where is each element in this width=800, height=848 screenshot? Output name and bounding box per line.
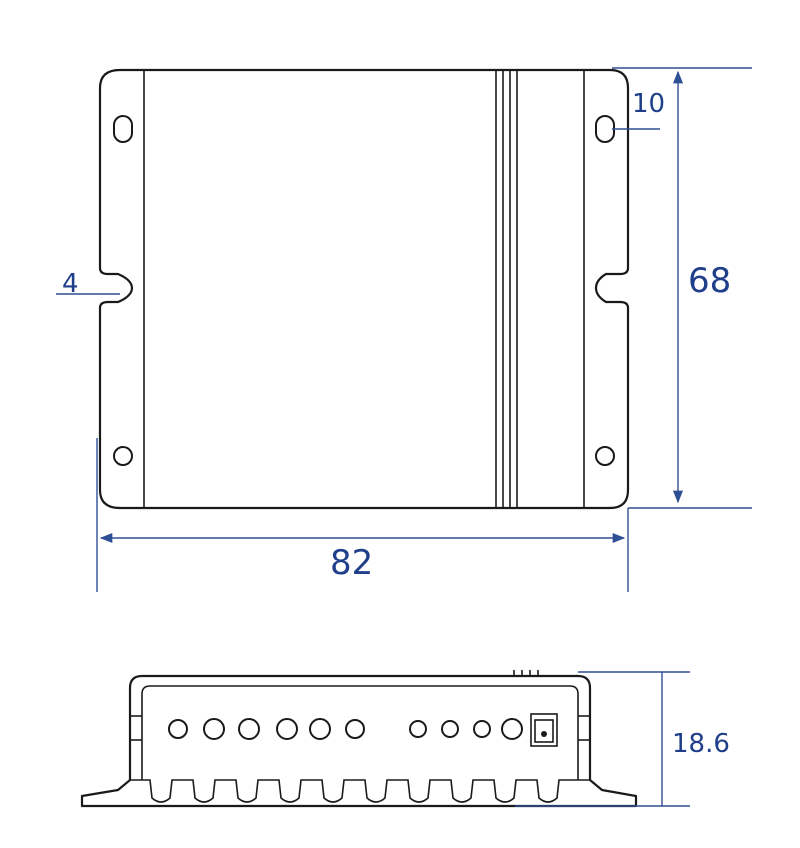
mounting-slot-top-left bbox=[113, 115, 133, 143]
dim-label-slot: 4 bbox=[62, 269, 79, 299]
dim-label-height: 68 bbox=[688, 261, 731, 301]
dim-label-width: 82 bbox=[330, 543, 373, 583]
top-vents bbox=[513, 670, 539, 676]
port-hole bbox=[238, 718, 260, 740]
dim-label-profile-height: 18.6 bbox=[672, 729, 730, 759]
dim-label-top-tab: 10 bbox=[632, 89, 665, 119]
dc-power-jack bbox=[530, 713, 558, 747]
side-view: 18.6 bbox=[80, 670, 730, 808]
port-hole bbox=[473, 720, 491, 738]
mounting-hole-bottom-left bbox=[113, 446, 133, 466]
mounting-slot-top-right bbox=[595, 115, 615, 143]
port-row bbox=[168, 718, 523, 740]
top-view-outline bbox=[98, 68, 630, 510]
heatsink-grooves bbox=[495, 70, 518, 508]
port-hole bbox=[309, 718, 331, 740]
port-hole bbox=[409, 720, 427, 738]
port-hole bbox=[276, 718, 298, 740]
port-hole bbox=[203, 718, 225, 740]
top-view: 10 68 4 82 bbox=[56, 67, 752, 592]
port-hole bbox=[345, 719, 365, 739]
port-hole bbox=[501, 718, 523, 740]
port-hole bbox=[168, 719, 188, 739]
heatsink-fins bbox=[130, 779, 590, 803]
fin-profile bbox=[130, 779, 590, 803]
profile-outline bbox=[80, 674, 638, 808]
mounting-hole-bottom-right bbox=[595, 446, 615, 466]
port-hole bbox=[441, 720, 459, 738]
profile-inner bbox=[141, 685, 579, 780]
